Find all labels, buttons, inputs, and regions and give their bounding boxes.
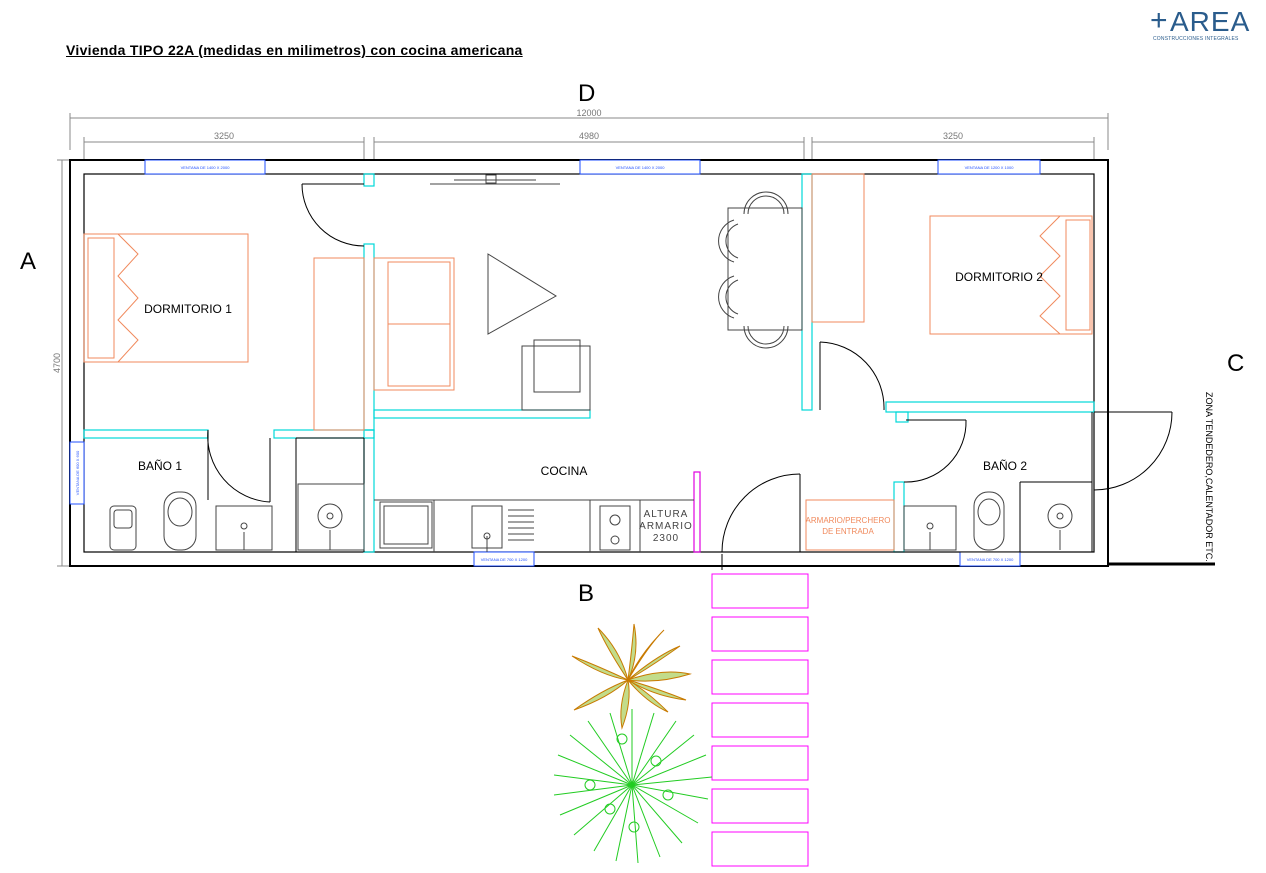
extractor-hood [430, 174, 560, 185]
company-logo: + AREA CONSTRUCCIONES INTEGRALES [1150, 4, 1251, 46]
window-label: VENTANA DE 1200 X 1000 [965, 165, 1015, 170]
tv-unit [487, 253, 557, 335]
side-label-right: C [1227, 350, 1245, 377]
logo-tagline: CONSTRUCCIONES INTEGRALES [1153, 36, 1239, 42]
dimension-lines [57, 113, 1109, 567]
wardrobe-2 [811, 173, 865, 323]
dining-table [718, 191, 803, 349]
interior-partitions [83, 173, 1095, 553]
sofa [373, 257, 455, 391]
note-de-entrada: DE ENTRADA [822, 527, 874, 536]
note-altura: ALTURA [644, 509, 689, 520]
entrance-closet [805, 499, 895, 551]
room-label-dormitorio-1: DORMITORIO 1 [144, 302, 232, 316]
note-tendedero: ZONA TENDEDERO,CALENTADOR ETC. [1204, 392, 1214, 562]
note-armario-height: 2300 [653, 533, 679, 544]
palm-plant-icon [571, 623, 692, 730]
wardrobe-1 [313, 257, 365, 431]
room-label-dormitorio-2: DORMITORIO 2 [955, 270, 1043, 284]
room-label-bano-2: BAÑO 2 [983, 459, 1027, 473]
doors [207, 183, 1173, 570]
closet-partition [693, 471, 701, 553]
bed-dormitorio-2 [929, 215, 1093, 335]
bath2-fixtures [903, 491, 1073, 551]
page-title: Vivienda TIPO 22A (medidas en milimetros… [66, 42, 523, 58]
bed-dormitorio-1 [83, 233, 249, 363]
garden-path [711, 573, 809, 867]
window-label: VENTANA DE 700 X 1200 [967, 557, 1014, 562]
dimension-right-segment: 3250 [943, 131, 963, 141]
kitchen-counter [374, 499, 694, 552]
window-label: VENTANA DE 700 X 1200 [481, 557, 528, 562]
note-armario-entrada: ARMARIO/PERCHERO [806, 516, 891, 525]
window-label: VENTANA DE 1400 X 2000 [181, 165, 231, 170]
bath1-fixtures [109, 483, 365, 551]
window-label: VENTANA DE 1400 X 2000 [616, 165, 666, 170]
note-armario: ARMARIO [639, 521, 693, 532]
side-label-bottom: B [578, 580, 595, 607]
room-label-bano-1: BAÑO 1 [138, 459, 182, 473]
exterior-walls [69, 159, 1109, 567]
dimension-depth: 4700 [52, 353, 62, 373]
grass-plant-icon [553, 709, 713, 864]
window-label: VENTANA DE 600 X 600 [75, 450, 80, 495]
side-label-left: A [20, 248, 37, 275]
dimension-left-segment: 3250 [214, 131, 234, 141]
room-label-cocina: COCINA [541, 464, 588, 478]
logo-word: AREA [1170, 6, 1251, 37]
armchair [521, 339, 591, 411]
windows [69, 159, 1041, 567]
dimension-total-width: 12000 [576, 108, 601, 118]
side-label-top: D [578, 80, 596, 107]
dimension-middle-segment: 4980 [579, 131, 599, 141]
logo-plus-icon: + [1150, 4, 1168, 37]
